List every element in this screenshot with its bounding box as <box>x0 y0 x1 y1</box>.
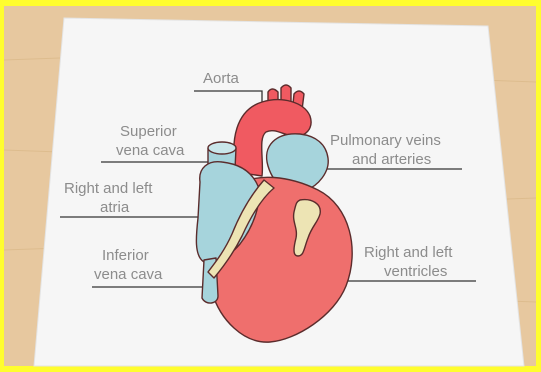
label-superior-line1: Superior <box>120 123 177 140</box>
label-pulmonary-line2: and arteries <box>352 151 431 168</box>
label-ventricles-line2: ventricles <box>384 263 447 280</box>
label-ventricles-line1: Right and left <box>364 244 453 261</box>
superior-vena-cava-opening <box>208 142 236 154</box>
label-aorta: Aorta <box>203 70 240 87</box>
label-superior-line2: vena cava <box>116 142 185 159</box>
label-inferior-line1: Inferior <box>102 247 149 264</box>
label-inferior-line2: vena cava <box>94 266 163 283</box>
label-atria-line1: Right and left <box>64 180 153 197</box>
label-atria-line2: atria <box>100 199 130 216</box>
label-pulmonary-line1: Pulmonary veins <box>330 132 441 149</box>
